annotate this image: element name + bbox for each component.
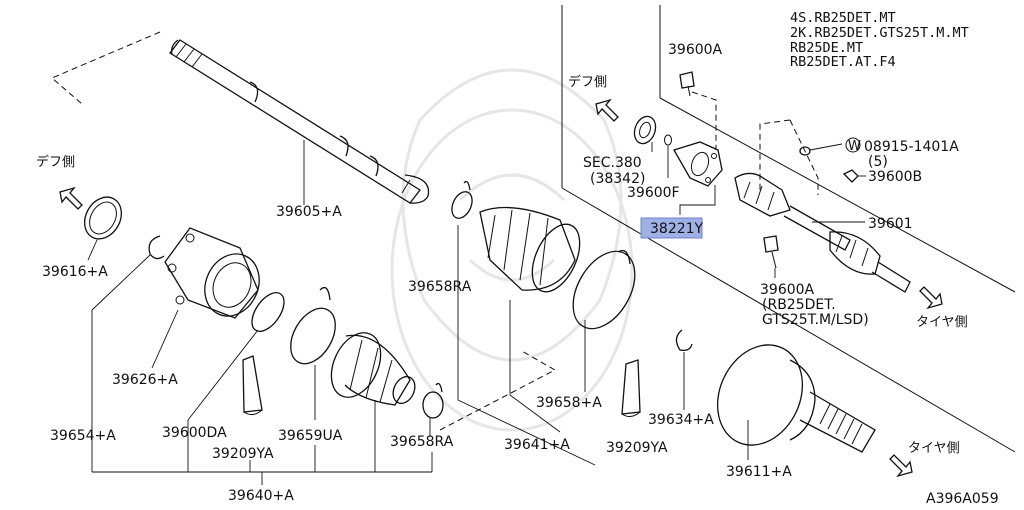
callout-39600a-mid[interactable]: 39600A: [760, 282, 815, 298]
oring-39600f[interactable]: [664, 134, 672, 146]
leader-38221y: [679, 185, 716, 215]
callout-39600b[interactable]: 39600B: [868, 169, 922, 185]
model-note-line-4: RB25DET.AT.F4: [790, 54, 896, 70]
callout-39658ra-bottom[interactable]: 39658RA: [390, 434, 454, 450]
leader-39654a-top: [91, 254, 151, 311]
callout-39605a[interactable]: 39605+A: [276, 204, 342, 220]
callout-39654a[interactable]: 39654+A: [50, 428, 116, 444]
band-39658ra-bottom[interactable]: [422, 382, 444, 419]
arrow-diff-right: [595, 98, 619, 122]
grease-tube-left[interactable]: [242, 355, 263, 416]
direction-label-diff-left: デフ側: [36, 154, 75, 170]
bolt-39600a-top[interactable]: [679, 71, 695, 97]
callout-39600a-note-1: (RB25DET.: [762, 297, 836, 313]
model-note-line-1: 4S.RB25DET.MT: [790, 10, 896, 26]
shaft-39605a[interactable]: [51, 31, 430, 204]
watermark-emblem: [390, 68, 634, 432]
diagram-code: A396A059: [926, 491, 999, 507]
callout-38221y[interactable]: 38221Y: [650, 221, 704, 237]
circlip-39600da[interactable]: [246, 287, 291, 337]
callout-39658a[interactable]: 39658+A: [536, 395, 602, 411]
callout-39209ya-right[interactable]: 39209YA: [606, 440, 668, 456]
callout-39658ra-top[interactable]: 39658RA: [408, 279, 472, 295]
leader-39626a: [151, 309, 179, 369]
arrow-tire-mid: [919, 286, 943, 310]
band-39658a[interactable]: [560, 241, 647, 340]
callout-39659ua[interactable]: 39659UA: [278, 428, 343, 444]
leader-39616a: [87, 239, 98, 261]
leader-08915: [809, 143, 843, 151]
nut-39600b[interactable]: [842, 169, 859, 183]
callout-39209ya-left[interactable]: 39209YA: [212, 446, 274, 462]
flange-38221y[interactable]: [673, 141, 723, 187]
outer-joint-39611a[interactable]: [702, 331, 876, 459]
washer-symbol-circle: [845, 137, 861, 153]
callout-39634a[interactable]: 39634+A: [648, 412, 714, 428]
callout-39640a[interactable]: 39640+A: [228, 488, 294, 504]
callout-39600da[interactable]: 39600DA: [162, 425, 227, 441]
callout-39641a[interactable]: 39641+A: [504, 437, 570, 453]
leader-39600da: [187, 329, 259, 421]
leaders-39641a: [457, 225, 596, 466]
dash-39600a-top: [691, 91, 717, 150]
grease-tube-right[interactable]: [621, 359, 641, 418]
highlight-38221y: [640, 217, 703, 239]
inset-frame: [561, 5, 1016, 453]
seal-sec380[interactable]: [631, 113, 659, 146]
callout-39626a[interactable]: 39626+A: [112, 372, 178, 388]
callout-39600a-note-2: GTS25T.M/LSD): [762, 312, 869, 328]
ring-39616a[interactable]: [77, 190, 128, 245]
callout-39601[interactable]: 39601: [868, 216, 913, 232]
callout-39616a[interactable]: 39616+A: [42, 264, 108, 280]
callout-08915-qty: (5): [868, 154, 888, 170]
callout-08915[interactable]: 08915-1401A: [864, 139, 959, 155]
band-39659ua[interactable]: [282, 286, 345, 372]
drive-shaft-39601[interactable]: [734, 119, 911, 293]
boot-left[interactable]: [322, 325, 419, 407]
model-note-line-2: 2K.RB25DET.GTS25T.M.MT: [790, 25, 969, 41]
direction-label-tire-bottom: タイヤ側: [908, 441, 960, 456]
direction-label-tire-mid: タイヤ側: [916, 315, 968, 330]
bolt-39600a-mid[interactable]: [763, 235, 779, 269]
direction-label-diff-right: デフ側: [568, 74, 607, 90]
arrow-diff-left: [59, 186, 83, 210]
circlip-39634a[interactable]: [675, 329, 693, 352]
model-note-line-3: RB25DE.MT: [790, 40, 863, 56]
model-note: 4S.RB25DET.MT 2K.RB25DET.GTS25T.M.MT RB2…: [790, 10, 969, 70]
callout-39600a-top[interactable]: 39600A: [668, 42, 723, 58]
callout-39600f[interactable]: 39600F: [627, 185, 680, 201]
arrow-tire-bottom: [889, 454, 913, 478]
washer-08915[interactable]: [799, 146, 811, 156]
circlip-left[interactable]: [148, 235, 165, 260]
callout-39611a[interactable]: 39611+A: [726, 464, 792, 480]
housing-39626a[interactable]: [164, 227, 269, 325]
boot-39641a[interactable]: [448, 180, 589, 300]
washer-symbol-w: W: [848, 139, 861, 154]
callout-sec380[interactable]: SEC.380: [583, 155, 642, 171]
dash-link-bottom: [439, 349, 557, 431]
callout-sec380-sub: (38342): [590, 171, 645, 187]
bracket-39640a: [91, 310, 433, 485]
